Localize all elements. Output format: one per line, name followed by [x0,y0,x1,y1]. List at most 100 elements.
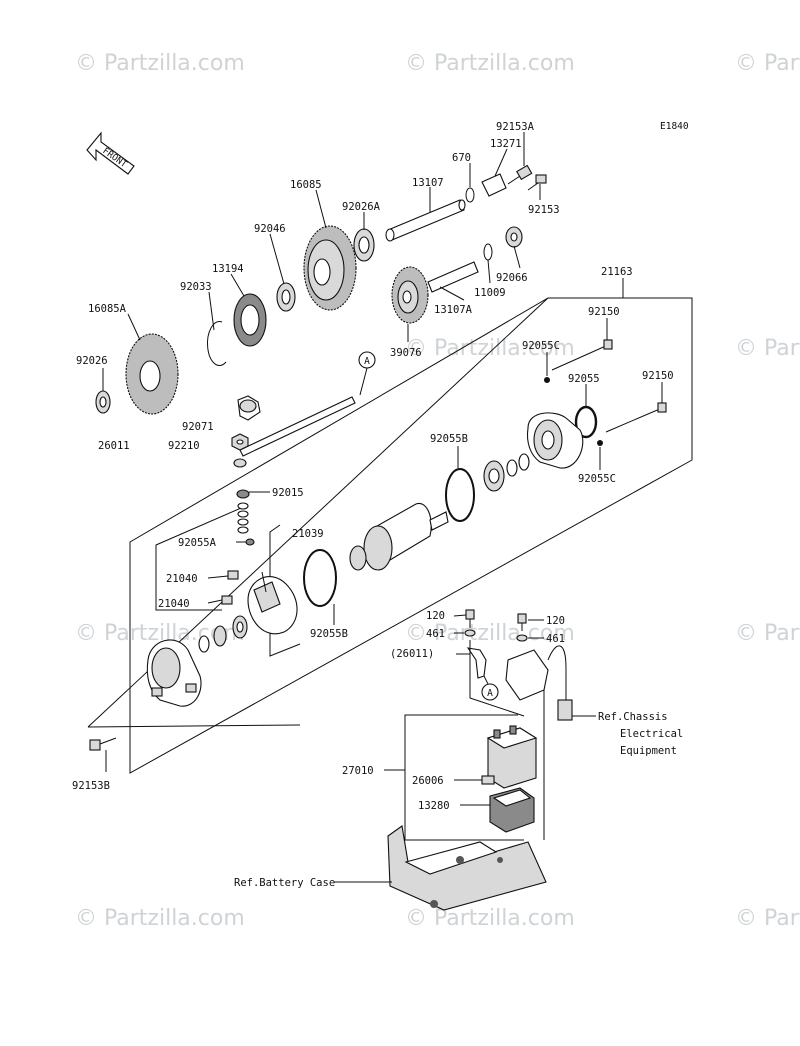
brush-21040-lower-icon [221,595,233,605]
shaft-13107-icon [385,199,466,242]
front-arrow-icon: FRONT [86,131,135,175]
circlip-92033-icon [207,321,227,366]
relay-boot-13280-icon [489,787,535,833]
washer-461-right-icon [516,634,528,642]
part-labels: 92153A 13271 670 13107 92153 16085 92026… [72,121,674,812]
washer-461-left-icon [464,629,476,637]
oring-92055-icon [574,405,598,439]
part-label-92150-upper: 92150 [588,306,620,318]
terminal-bolt-26011-icon [233,396,356,468]
bolt-92153-icon [527,174,547,191]
part-label-16085: 16085 [290,179,322,191]
part-label-21040-lower: 21040 [158,598,190,610]
leader-lines-top [102,132,541,391]
oring-92055b-upper-icon [445,468,475,522]
bolt-92153b-icon [89,737,117,751]
part-label-21040-upper: 21040 [166,573,198,585]
battery-case-bracket-icon [387,825,547,911]
watermark: © Partzilla.com [405,336,575,361]
bushing-92066-icon [505,226,523,248]
part-label-92046: 92046 [254,223,286,235]
part-label-92153a: 92153A [496,121,535,133]
callout-a-label: A [487,688,493,699]
bolt-92150-upper-icon [551,339,613,371]
part-label-92026a: 92026A [342,201,381,213]
part-label-21039: 21039 [292,528,324,540]
bushing-icon [198,615,248,653]
bearing-92046-icon [276,282,296,312]
part-label-92071: 92071 [182,421,214,433]
diagram-code: E1840 [660,121,689,132]
brush-holder-21039-icon [247,571,298,635]
part-label-13194: 13194 [212,263,244,275]
watermark: © Partzilla.com [75,906,245,931]
callout-a-bottom: A [481,683,499,701]
shaft-13107a-icon [427,261,479,293]
bolt-92150-lower-icon [605,402,667,433]
part-label-13107a: 13107A [434,304,473,316]
part-label-461-right: 461 [546,633,565,645]
part-label-21163: 21163 [601,266,633,278]
bearing-92026a-icon [353,228,375,262]
watermark: © Partzilla.com [735,906,800,931]
lead-26011-icon [466,647,487,679]
oring-11009-icon [483,243,493,261]
bearing-icon [483,453,530,492]
part-label-13271: 13271 [490,138,522,150]
oring-92055c-upper-icon [544,377,550,383]
front-cover-icon [146,639,202,707]
part-label-92033: 92033 [180,281,212,293]
washer-92026-icon [95,390,111,414]
part-label-13280: 13280 [418,800,450,812]
bolt-120-right-icon [517,613,527,631]
callout-a-label: A [364,356,370,367]
part-label-92066: 92066 [496,272,528,284]
part-label-120-left: 120 [426,610,445,622]
end-cover-icon [526,412,584,469]
bolt-120-left-icon [465,609,475,628]
ref-chassis-line2: Electrical [620,728,683,740]
watermark: © Partzilla.com [735,51,800,76]
part-label-92055c-lower: 92055C [578,473,616,485]
watermark: © Partzilla.com [735,621,800,646]
bolt-92153a-icon [507,164,533,185]
plate-13271-icon [481,173,507,197]
part-label-13107: 13107 [412,177,444,189]
part-label-92055a: 92055A [178,537,217,549]
gear-39076-icon [391,266,429,324]
part-label-92153b: 92153B [72,780,110,792]
watermark: © Partzilla.com [405,51,575,76]
watermark: © Partzilla.com [75,51,245,76]
ref-chassis-line1: Ref.Chassis [598,711,668,723]
part-label-92055c-upper: 92055C [522,340,560,352]
part-label-120-right: 120 [546,615,565,627]
oring-92055c-lower-icon [597,440,603,446]
nut-92210-icon [231,433,249,451]
part-label-92055: 92055 [568,373,600,385]
part-label-92026: 92026 [76,355,108,367]
front-label: FRONT [100,146,128,170]
part-label-92210: 92210 [168,440,200,452]
watermark: © Partzilla.com [735,336,800,361]
part-label-39076: 39076 [390,347,422,359]
part-label-26011: 26011 [98,440,130,452]
callout-a-top: A [358,351,376,396]
oring-670-icon [465,187,475,203]
armature-icon [349,503,449,571]
gear-16085a-icon [125,333,179,415]
part-label-92015: 92015 [272,487,304,499]
brush-21040-upper-icon [227,570,239,580]
part-label-26006: 26006 [412,775,444,787]
fuse-26006-icon [481,775,495,785]
ref-battery-case: Ref.Battery Case [234,877,335,889]
ref-chassis-line3: Equipment [620,745,677,757]
part-label-92055b-lower: 92055B [310,628,348,640]
part-label-92055b-upper: 92055B [430,433,468,445]
oring-92055b-lower-icon [303,549,337,607]
part-label-26011-ref: (26011) [390,648,434,660]
starter-relay-icon [486,725,538,789]
part-label-92150-lower: 92150 [642,370,674,382]
watermark: © Partzilla.com [405,906,575,931]
clutch-13194-icon [233,293,267,347]
